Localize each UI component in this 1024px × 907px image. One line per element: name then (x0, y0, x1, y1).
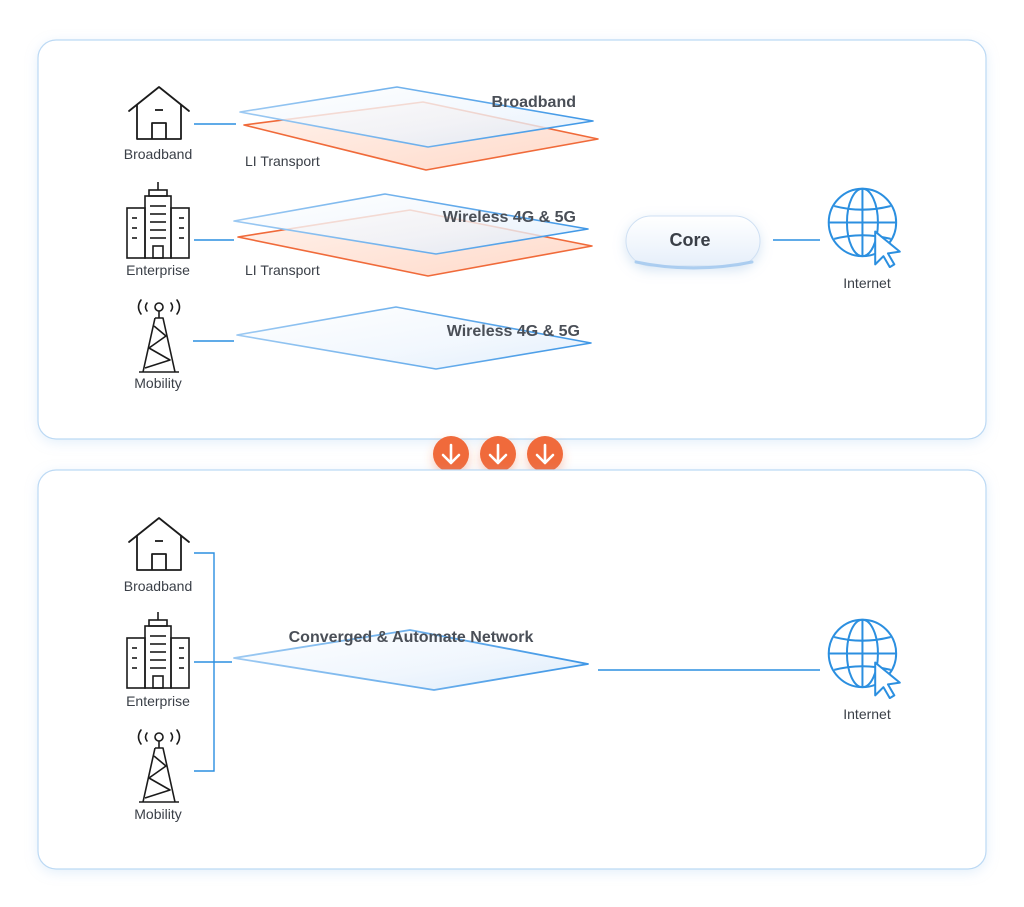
source-label-mobility: Mobility (134, 375, 181, 391)
core-node (625, 215, 761, 267)
internet-label-top: Internet (843, 275, 891, 291)
converged-network-label: Converged & Automate Network (289, 629, 534, 646)
source-label-enterprise: Enterprise (126, 262, 190, 278)
source-label-broadband-bottom: Broadband (124, 578, 193, 594)
layer-label-wireless-1: Wireless 4G & 5G (443, 209, 576, 226)
layer-label-li-transport-1: LI Transport (245, 153, 320, 169)
source-label-enterprise-bottom: Enterprise (126, 693, 190, 709)
core-node-underline (634, 260, 754, 270)
converged-network-plate (233, 629, 589, 691)
broadband-plate (239, 86, 594, 148)
arrow-down-icon (480, 436, 516, 472)
wireless-plate-2 (236, 306, 592, 370)
transition-arrows (433, 436, 563, 472)
core-label: Core (669, 230, 710, 250)
layer-label-li-transport-2: LI Transport (245, 262, 320, 278)
layer-label-broadband: Broadband (492, 94, 576, 111)
arrow-down-icon (433, 436, 469, 472)
wireless-plate-1 (233, 193, 589, 255)
internet-label-bottom: Internet (843, 706, 891, 722)
layer-label-wireless-2: Wireless 4G & 5G (447, 323, 580, 340)
source-label-mobility-bottom: Mobility (134, 806, 181, 822)
source-bracket-connector (194, 552, 232, 772)
source-label-broadband: Broadband (124, 146, 193, 162)
arrow-down-icon (527, 436, 563, 472)
